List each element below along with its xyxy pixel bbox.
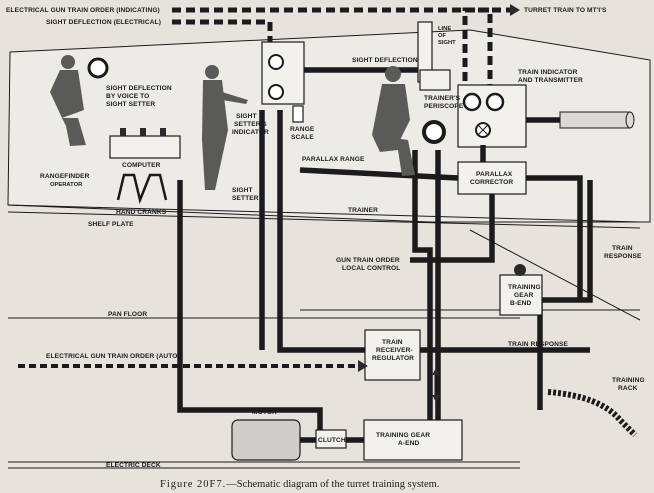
label-trainer: TRAINER: [348, 207, 378, 214]
label-motor: MOTOR: [252, 409, 277, 416]
parallax-corrector-box: [457, 161, 527, 195]
label-electrical-auto: ELECTRICAL GUN TRAIN ORDER (AUTO): [46, 353, 180, 360]
train-response-right-line: [537, 180, 593, 410]
label-parallax-corrector-1: PARALLAX: [476, 171, 513, 178]
label-train-response-right-2: RESPONSE: [604, 253, 642, 260]
figure-caption: Figure 20F7.—Schematic diagram of the tu…: [160, 479, 439, 490]
training-rack-teeth: [547, 389, 638, 438]
label-computer: COMPUTER: [122, 162, 161, 169]
computer-knob-3: [160, 128, 166, 136]
updown-arrow-1-tail: [432, 395, 440, 402]
label-parallax-range: PARALLAX RANGE: [302, 156, 365, 163]
label-electrical-gun-train-order-indicating: ELECTRICAL GUN TRAIN ORDER (INDICATING): [6, 7, 160, 14]
shelf-plate-line-2: [7, 211, 641, 229]
rangefinder-operator-figure: [50, 55, 109, 146]
indicator-dial: [268, 84, 284, 100]
label-a-end-2: A-END: [398, 440, 420, 447]
label-turret-train-to-mtis: TURRET TRAIN TO MT'I'S: [524, 7, 607, 14]
train-dial-2: [485, 92, 505, 112]
shelf-plate-line: [7, 204, 641, 223]
label-training-rack-2: RACK: [618, 385, 638, 392]
label-deflection-by-voice-2: BY VOICE TO: [106, 93, 149, 100]
corrector-to-local: [410, 194, 495, 263]
label-a-end-1: TRAINING GEAR: [376, 432, 430, 439]
mtis-arrowhead: [510, 4, 520, 16]
upper-compartment: [7, 29, 651, 223]
b-end-cap: [514, 264, 526, 276]
label-train-indicator-2: AND TRANSMITTER: [518, 77, 583, 84]
label-rangefinder-1: RANGEFINDER: [40, 173, 90, 180]
label-train-response-right-1: TRAIN: [612, 245, 633, 252]
range-scale-box: [292, 105, 304, 123]
label-deflection-by-voice-1: SIGHT DEFLECTION: [106, 85, 172, 92]
label-shelf-plate: SHELF PLATE: [88, 221, 134, 228]
label-sight-setters-indicator-3: INDICATOR: [232, 129, 269, 136]
computer-box: [109, 135, 181, 159]
training-gear-b-end-box: [499, 274, 543, 316]
deflection-dial: [268, 54, 284, 70]
label-sight-setter-2: SETTER: [232, 195, 259, 202]
label-electric-deck: ELECTRIC DECK: [106, 462, 161, 469]
label-local-control-1: GUN TRAIN ORDER: [336, 257, 400, 264]
label-training-rack-1: TRAINING: [612, 377, 645, 384]
motor-body: [231, 419, 301, 461]
label-b-end-2: GEAR: [514, 292, 534, 299]
label-b-end-3: B-END: [510, 300, 532, 307]
label-sight-deflection: SIGHT DEFLECTION: [352, 57, 418, 64]
hand-crank-shaft: [177, 180, 323, 430]
label-hand-cranks: HAND CRANKS: [116, 209, 167, 216]
label-rangefinder-2: OPERATOR: [50, 182, 83, 188]
parallax-to-right: [526, 175, 583, 300]
updown-arrow-1-head: [432, 368, 440, 375]
computer-knob-1: [120, 128, 126, 136]
sight-setter-shaft: [277, 110, 370, 353]
label-regulator-1: TRAIN: [382, 339, 403, 346]
shaft-end: [625, 111, 635, 129]
label-range-scale-1: RANGE: [290, 126, 315, 133]
label-sight-setter-1: SIGHT: [232, 187, 253, 194]
turret-train-to-mtis-line: [462, 7, 510, 95]
label-trainers-periscope-1: TRAINER'S: [424, 95, 461, 102]
label-local-control-2: LOCAL CONTROL: [342, 265, 400, 272]
label-line-of-sight-3: SIGHT: [438, 40, 456, 46]
label-line-of-sight-1: LINE: [438, 26, 451, 32]
label-trainers-periscope-2: PERISCOPE: [424, 103, 464, 110]
caption-text: —Schematic diagram of the turret trainin…: [225, 479, 439, 490]
label-deflection-by-voice-3: SIGHT SETTER: [106, 101, 155, 108]
computer-knob-2: [140, 128, 146, 136]
label-line-of-sight-2: OF: [438, 33, 447, 39]
auto-arrowhead: [358, 360, 368, 372]
label-parallax-corrector-2: CORRECTOR: [470, 179, 513, 186]
sight-setter-figure: [202, 65, 248, 190]
train-shaft: [559, 111, 631, 129]
label-clutch: CLUTCH: [318, 437, 346, 444]
hand-cranks-icon: [116, 173, 168, 205]
train-dial-1: [462, 92, 482, 112]
trainer-figure: [372, 66, 446, 176]
label-pan-floor: PAN FLOOR: [108, 311, 147, 318]
label-sight-deflection-electrical: SIGHT DEFLECTION (ELECTRICAL): [46, 19, 161, 26]
label-sight-setters-indicator-1: SIGHT: [236, 113, 257, 120]
label-train-indicator-1: TRAIN INDICATOR: [518, 69, 578, 76]
label-train-response: TRAIN RESPONSE: [508, 341, 569, 348]
parallax-range-line: [299, 167, 459, 181]
periscope-head: [419, 69, 451, 91]
label-regulator-2: RECEIVER-: [376, 347, 413, 354]
label-b-end-1: TRAINING: [508, 284, 541, 291]
caption-figure: Figure 20F7.: [160, 479, 226, 490]
train-receiver-regulator-box: [364, 329, 421, 381]
differential-cross: [477, 124, 489, 136]
label-range-scale-2: SCALE: [291, 134, 314, 141]
right-wall: [469, 229, 641, 321]
label-regulator-3: REGULATOR: [372, 355, 414, 362]
training-gear-a-end-box: [363, 419, 463, 461]
label-sight-setters-indicator-2: SETTER'S: [234, 121, 267, 128]
